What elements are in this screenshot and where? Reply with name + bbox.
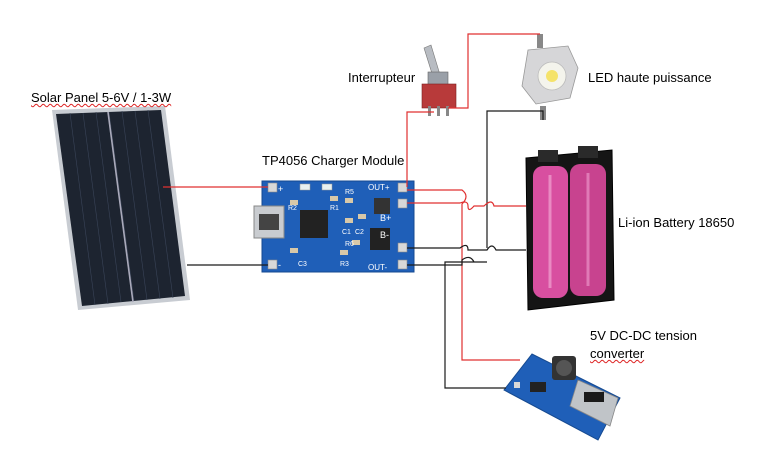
mosfet-chip [370,228,390,250]
pcb-b-minus: B- [380,230,389,240]
pcb-r5: R5 [345,189,354,196]
wire-out-negative-to-converter [407,256,506,389]
battery-holder [525,146,615,311]
wire-switch-to-led [448,33,540,109]
label-converter-line2-text: converter [590,346,645,361]
pcb-out-plus: OUT+ [368,183,390,192]
dc-dc-converter [503,353,621,441]
wire-out-positive-to-switch [406,111,434,187]
wire-b-negative [407,244,526,251]
wire-out-positive-to-converter [407,189,520,361]
label-solar-panel-text: Solar Panel 5-6V / 1-3W [31,90,172,105]
label-battery: Li-ion Battery 18650 [618,215,735,230]
pcb-c2: C2 [355,229,364,236]
pcb-plus: + [278,184,283,194]
wire-b-positive [407,201,526,211]
pcb-c1: C1 [342,229,351,236]
pcb-out-minus: OUT- [368,263,387,272]
label-led: LED haute puissance [588,70,712,85]
label-tp4056: TP4056 Charger Module [262,153,405,168]
pcb-r6: R6 [345,241,354,248]
label-converter-line1: 5V DC-DC tension [590,328,697,343]
label-switch: Interrupteur [348,70,416,85]
pcb-b-plus: B+ [380,213,391,223]
ic-chip [300,210,328,238]
pcb-minus: - [278,260,281,270]
solar-panel [52,106,190,310]
tp4056-module: + - OUT+ OUT- B+ B- R2 R1 R3 R5 R6 C1 C2… [253,180,415,273]
wire-led-negative [486,110,544,248]
pcb-r2: R2 [288,205,297,212]
label-converter-line2: converter [590,346,644,361]
wires [163,33,544,389]
pcb-c3: C3 [298,261,307,268]
toggle-switch [421,44,457,116]
pcb-r3: R3 [340,261,349,268]
label-solar-panel: Solar Panel 5-6V / 1-3W [31,90,171,105]
power-led [521,34,579,120]
pcb-r1: R1 [330,205,339,212]
